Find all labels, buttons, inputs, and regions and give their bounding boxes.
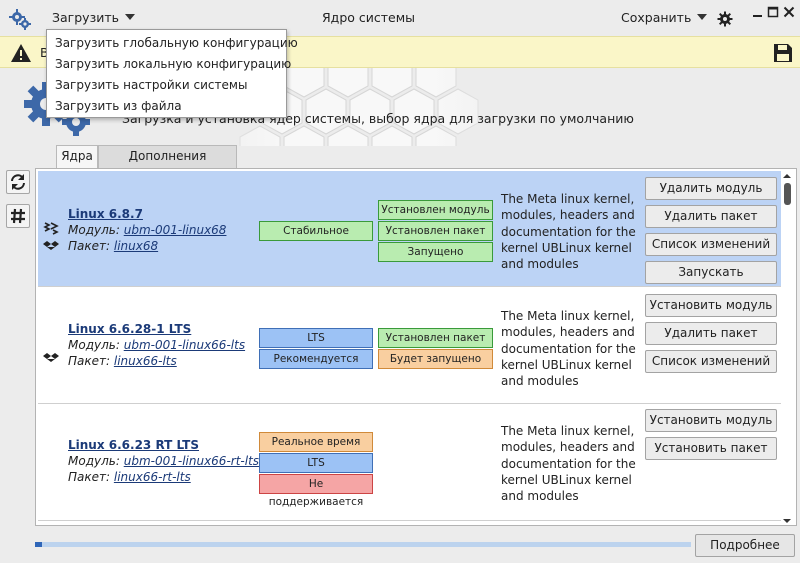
badge-running: Запущено — [378, 242, 493, 262]
package-link[interactable]: linux66-lts — [113, 354, 177, 368]
badge-unsupported: Не поддерживается — [259, 474, 373, 508]
progress-bar — [35, 542, 691, 547]
tab-kernels[interactable]: Ядра — [56, 145, 98, 169]
scroll-down-icon[interactable] — [781, 517, 793, 525]
details-button[interactable]: Подробнее — [695, 534, 795, 557]
save-menu-label: Сохранить — [621, 10, 692, 25]
kernel-name[interactable]: Linux 6.8.7 — [68, 207, 143, 221]
row-icons — [43, 221, 59, 257]
tab-addons[interactable]: Дополнения — [98, 145, 237, 168]
kernel-description: The Meta linux kernel, modules, headers … — [501, 192, 636, 272]
module-label: Модуль: — [68, 454, 120, 468]
package-link[interactable]: linux66-rt-lts — [113, 470, 191, 484]
menu-item-load-from-file[interactable]: Загрузить из файла — [55, 99, 182, 113]
chevron-down-icon — [697, 14, 708, 20]
progress-fill — [35, 542, 42, 547]
minimize-icon[interactable] — [752, 6, 764, 18]
kernel-module-line: Модуль: ubm-001-linux66-rt-lts — [68, 454, 259, 468]
badge-package-installed: Установлен пакет — [378, 328, 493, 348]
kernel-package-line: Пакет: linux66-lts — [68, 354, 177, 368]
scroll-up-icon[interactable] — [781, 172, 793, 180]
row-icons — [43, 352, 59, 369]
scrollbar-thumb[interactable] — [784, 183, 791, 205]
install-module-button[interactable]: Установить модуль — [645, 409, 777, 432]
load-dropdown-menu: Загрузить глобальную конфигурацию Загруз… — [46, 29, 298, 118]
remove-package-button[interactable]: Удалить пакет — [645, 322, 777, 345]
hash-icon — [11, 208, 25, 224]
floppy-disk-icon[interactable] — [771, 41, 795, 65]
save-menu[interactable]: Сохранить — [621, 10, 708, 25]
install-module-button[interactable]: Установить модуль — [645, 294, 777, 317]
gear-icon[interactable] — [717, 11, 733, 27]
app-gears-icon — [9, 9, 31, 30]
kernel-module-line: Модуль: ubm-001-linux66-lts — [68, 338, 245, 352]
menu-item-load-system-settings[interactable]: Загрузить настройки системы — [55, 78, 248, 92]
load-menu-label: Загрузить — [52, 10, 119, 25]
kernel-name[interactable]: Linux 6.6.23 RT LTS — [68, 438, 200, 452]
badge-lts: LTS — [259, 328, 373, 348]
module-link[interactable]: ubm-001-linux68 — [123, 223, 227, 237]
menu-item-load-global-config[interactable]: Загрузить глобальную конфигурацию — [55, 36, 298, 50]
install-package-button[interactable]: Установить пакет — [645, 437, 777, 460]
close-icon[interactable] — [783, 6, 795, 18]
load-menu[interactable]: Загрузить — [52, 10, 135, 25]
package-icon — [43, 241, 59, 253]
badge-module-installed: Установлен модуль — [378, 200, 493, 220]
hash-button[interactable] — [6, 204, 30, 228]
module-link[interactable]: ubm-001-linux66-rt-lts — [123, 454, 260, 468]
maximize-icon[interactable] — [767, 6, 779, 18]
badge-package-installed: Установлен пакет — [378, 221, 493, 241]
changelog-button[interactable]: Список изменений — [645, 350, 777, 373]
banner-text: В — [40, 45, 49, 60]
package-link[interactable]: linux68 — [113, 239, 159, 253]
kernel-row[interactable]: Linux 6.8.7 Модуль: ubm-001-linux68 Паке… — [38, 171, 781, 287]
menu-item-load-local-config[interactable]: Загрузить локальную конфигурацию — [55, 57, 292, 71]
kernel-name[interactable]: Linux 6.6.28-1 LTS — [68, 322, 192, 336]
kernel-list: Linux 6.8.7 Модуль: ubm-001-linux68 Паке… — [35, 168, 797, 526]
badge-will-run: Будет запущено — [378, 349, 493, 369]
kernel-description: The Meta linux kernel, modules, headers … — [501, 424, 636, 504]
badge-stable: Стабильное — [259, 221, 373, 241]
kernel-row[interactable]: Linux 6.6.28-1 LTS Модуль: ubm-001-linux… — [38, 288, 781, 404]
run-button[interactable]: Запускать — [645, 261, 777, 284]
kernel-module-line: Модуль: ubm-001-linux68 — [68, 223, 226, 237]
kernel-row[interactable]: Linux 6.6.23 RT LTS Модуль: ubm-001-linu… — [38, 405, 781, 521]
chevron-down-icon — [125, 14, 135, 20]
badge-realtime: Реальное время — [259, 432, 373, 452]
package-label: Пакет: — [68, 470, 111, 484]
remove-package-button[interactable]: Удалить пакет — [645, 205, 777, 228]
kernel-package-line: Пакет: linux66-rt-lts — [68, 470, 191, 484]
refresh-button[interactable] — [6, 170, 30, 194]
module-link[interactable]: ubm-001-linux66-lts — [123, 338, 246, 352]
window-title: Ядро системы — [322, 10, 416, 25]
changelog-button[interactable]: Список изменений — [645, 233, 777, 256]
package-icon — [43, 353, 59, 365]
badge-lts: LTS — [259, 453, 373, 473]
remove-module-button[interactable]: Удалить модуль — [645, 177, 777, 200]
package-label: Пакет: — [68, 354, 111, 368]
kernel-description: The Meta linux kernel, modules, headers … — [501, 309, 636, 389]
package-label: Пакет: — [68, 239, 111, 253]
module-label: Модуль: — [68, 338, 120, 352]
refresh-icon — [11, 174, 25, 190]
badge-recommended: Рекомендуется — [259, 349, 373, 369]
warning-icon — [11, 44, 31, 62]
module-icon — [43, 222, 59, 235]
module-label: Модуль: — [68, 223, 120, 237]
kernel-package-line: Пакет: linux68 — [68, 239, 158, 253]
